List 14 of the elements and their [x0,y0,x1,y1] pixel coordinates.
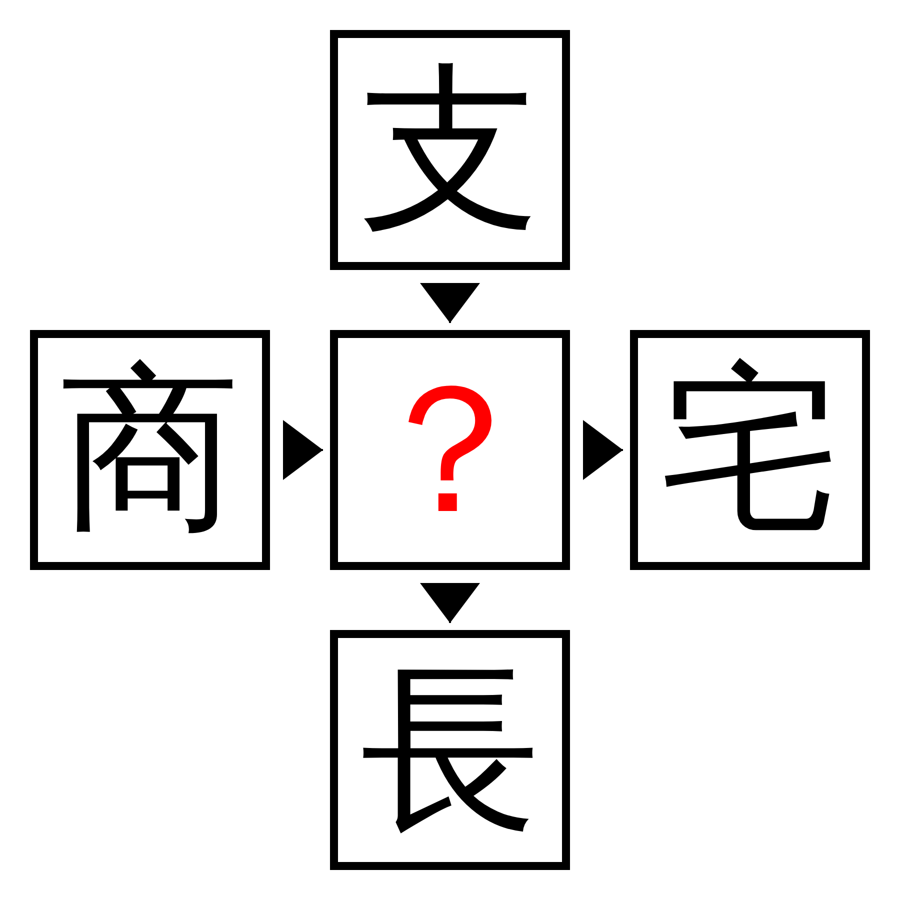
kanji-character: 商 [60,360,240,540]
arrow [420,283,480,323]
kanji-character: 長 [360,660,540,840]
question-mark: ？ [360,360,540,540]
character-box [630,330,870,570]
arrow [283,420,323,480]
kanji-character: 宅 [660,360,840,540]
character-box [330,30,570,270]
arrow [420,583,480,623]
arrow [583,420,623,480]
character-box [330,330,570,570]
character-box [30,330,270,570]
kanji-character: 支 [360,60,540,240]
character-box [330,630,570,870]
